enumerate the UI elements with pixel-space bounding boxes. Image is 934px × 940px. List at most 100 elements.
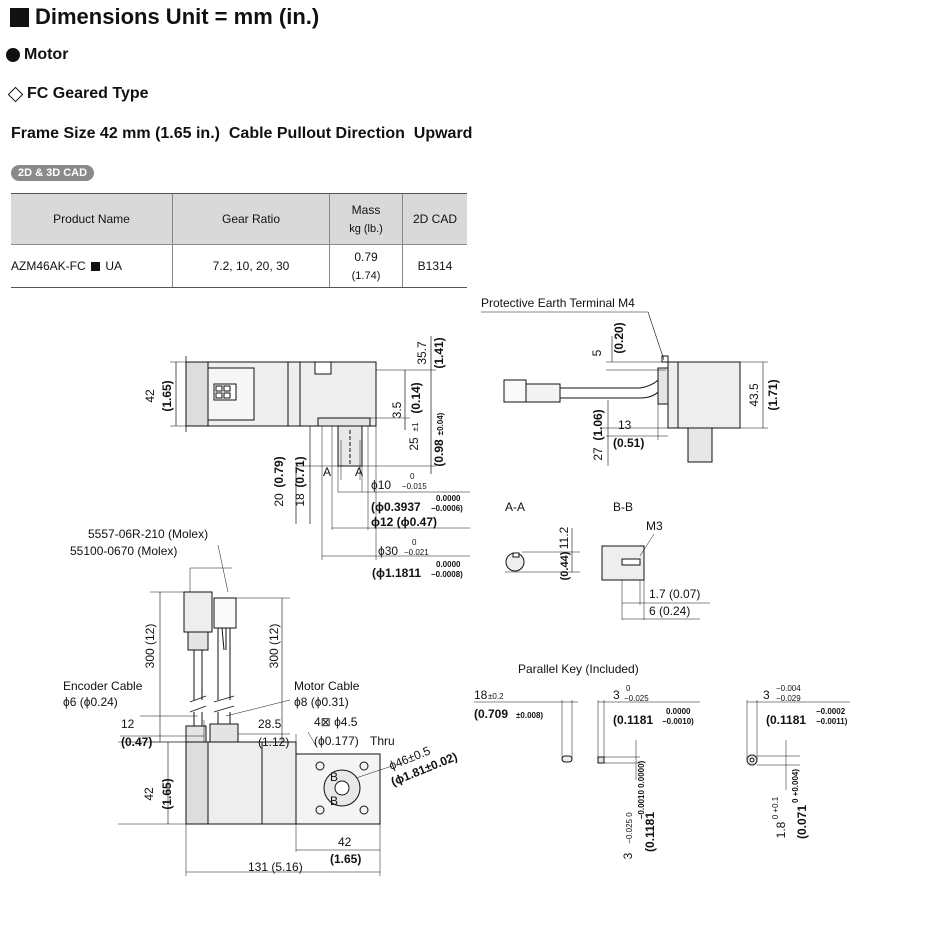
dim-43-5-in: (1.71) <box>766 379 780 410</box>
dim-300-left: 300 (12) <box>143 624 157 669</box>
key-dim-1-8-tol: 0 +0.1 <box>771 796 780 819</box>
dim-phi30: ϕ30 <box>378 544 398 558</box>
key-dim-3b-in-lower: −0.0011) <box>816 717 848 726</box>
section-a-a <box>505 552 525 572</box>
column-header-product: Product Name <box>11 193 173 245</box>
key-dim-3v: 3 <box>621 852 635 859</box>
mass-unit-text: kg (lb.) <box>349 223 383 235</box>
key-dim-3a-in-upper: 0.0000 <box>666 707 691 716</box>
dim-28-5: 28.5 <box>258 717 282 731</box>
key-dim-3b: 3 <box>763 688 770 702</box>
key-dim-3b-in-upper: −0.0002 <box>816 707 846 716</box>
key-dim-18: 18 <box>474 688 488 702</box>
parallel-key-title: Parallel Key (Included) <box>518 662 639 676</box>
dim-5-in: (0.20) <box>612 322 626 353</box>
key-dim-3b-upper: −0.004 <box>776 684 801 693</box>
motor-cable-side-view <box>503 355 741 463</box>
dim-6: 6 (0.24) <box>649 604 690 618</box>
dim-18-in: (0.71) <box>293 456 307 487</box>
motor-cable-label: Motor Cable <box>294 679 360 693</box>
dim-42-bottom: 42 <box>142 787 156 801</box>
dim-42-front-in: (1.65) <box>330 852 361 866</box>
dim-13-in: (0.51) <box>613 436 644 450</box>
dim-42-top-in: (1.65) <box>160 380 174 411</box>
mass-kg: 0.79 <box>354 250 378 264</box>
section-mark-a-left: A <box>323 465 331 479</box>
dim-42-front: 42 <box>338 835 352 849</box>
dim-11-2-in: (0.44) <box>559 551 571 580</box>
dim-3-5: 3.5 <box>390 401 404 418</box>
parallel-key-drawing <box>561 754 758 766</box>
encoder-cable-diameter: ϕ6 (ϕ0.24) <box>63 695 118 709</box>
cad-download-button[interactable]: 2D & 3D CAD <box>11 165 95 181</box>
dim-12: 12 <box>121 717 135 731</box>
dim-25-in: (0.98 <box>432 439 446 467</box>
page-title-text: Dimensions Unit = mm (in.) <box>35 4 320 29</box>
key-dim-3b-lower: −0.029 <box>776 694 801 703</box>
dim-3-5-in: (0.14) <box>409 382 423 413</box>
molex-label-1: 5557-06R-210 (Molex) <box>88 527 208 541</box>
dim-35-7-in: (1.41) <box>432 337 446 368</box>
table-row: AZM46AK-FC UA 7.2, 10, 20, 30 0.79 (1.74… <box>11 244 467 288</box>
mass-lb: (1.74) <box>351 270 381 282</box>
dim-25: 25 <box>407 437 421 451</box>
section-heading-text: Motor <box>24 46 69 63</box>
cell-mass: 0.79 (1.74) <box>329 244 403 288</box>
dim-phi30-upper: 0 <box>412 538 417 547</box>
dim-42-bottom-in: (1.65) <box>160 778 174 809</box>
placeholder-square-icon <box>91 262 101 271</box>
column-header-gear: Gear Ratio <box>172 193 330 245</box>
dim-27: 27 <box>591 447 605 461</box>
key-dim-3v-in: (0.1181 <box>643 812 657 852</box>
encoder-cable-label: Encoder Cable <box>63 679 143 693</box>
key-dim-18-in: (0.709 <box>474 707 508 721</box>
section-heading: Motor <box>6 46 68 64</box>
frame-size-line: Frame Size 42 mm (1.65 in.) Cable Pullou… <box>11 125 473 142</box>
dim-phi30-in-lower: −0.0008) <box>431 570 463 579</box>
dim-phi12: ϕ12 (ϕ0.47) <box>371 515 437 529</box>
dim-18: 18 <box>293 493 307 507</box>
molex-label-2: 55100-0670 (Molex) <box>70 544 177 558</box>
dim-20-in: (0.79) <box>272 456 286 487</box>
product-name-b: UA <box>105 259 123 273</box>
key-dim-3a-in-lower: −0.0010) <box>662 717 694 726</box>
dim-phi10-lower: −0.015 <box>402 482 427 491</box>
section-b-b-label: B-B <box>613 500 633 514</box>
cell-cad-link[interactable]: B1314 <box>402 244 467 288</box>
key-dim-3v-in-tol: −0.0010 0.0000) <box>637 760 646 819</box>
key-dim-1-8: 1.8 <box>774 821 788 838</box>
dim-1-7: 1.7 (0.07) <box>649 587 700 601</box>
dim-phi30-in: (ϕ1.1811 <box>372 566 421 580</box>
motor-front-view-bottom <box>183 591 381 825</box>
page-title: Dimensions Unit = mm (in.) <box>10 4 319 30</box>
dim-phi30-in-upper: 0.0000 <box>436 560 461 569</box>
cell-product: AZM46AK-FC UA <box>11 244 173 288</box>
key-dim-3v-tol: −0.025 0 <box>625 812 634 844</box>
dim-300-right: 300 (12) <box>267 624 281 669</box>
key-dim-1-8-in-tol: 0 +0.004) <box>791 769 800 803</box>
key-dim-18-tol: ±0.2 <box>488 692 504 701</box>
pe-terminal-label: Protective Earth Terminal M4 <box>481 296 635 310</box>
mass-header-text: Mass <box>351 203 381 217</box>
holes-label: 4⊠ ϕ4.5 <box>314 715 358 729</box>
key-dim-3a-upper: 0 <box>626 684 631 693</box>
cell-gear-ratio: 7.2, 10, 20, 30 <box>172 244 330 288</box>
subsection-heading: FC Geared Type <box>6 85 149 103</box>
square-bullet-icon <box>10 7 29 27</box>
dim-35-7: 35.7 <box>415 341 429 365</box>
section-b-b <box>601 545 645 581</box>
dim-28-5-in: (1.12) <box>258 735 289 749</box>
dim-42-top: 42 <box>143 389 157 403</box>
dim-phi10-in-upper: 0.0000 <box>436 494 461 503</box>
section-mark-b-upper: B <box>330 770 338 784</box>
key-dim-18-in-tol: ±0.008) <box>516 711 543 720</box>
dim-phi10-in-lower: −0.0006) <box>431 504 463 513</box>
m3-label: M3 <box>646 519 663 533</box>
column-header-mass: Mass kg (lb.) <box>329 193 403 245</box>
thru-label: Thru <box>370 734 395 748</box>
dim-25-tol: ±1 <box>411 422 420 431</box>
key-dim-3a-lower: −0.025 <box>624 694 649 703</box>
dim-27-in: (1.06) <box>591 409 605 440</box>
dim-13: 13 <box>618 418 632 432</box>
